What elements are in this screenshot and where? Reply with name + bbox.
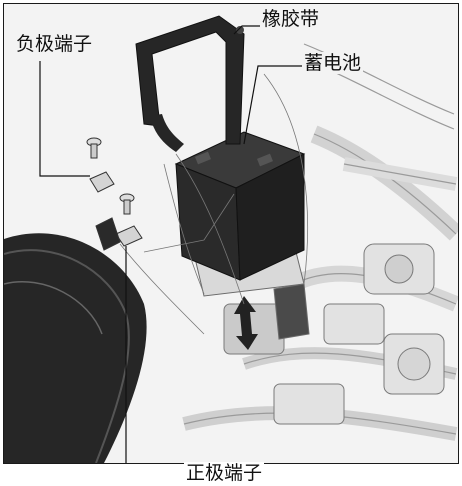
illustration-frame — [3, 3, 459, 464]
positive-terminal-label: 正极端子 — [184, 462, 265, 484]
positive-terminal-plate — [115, 225, 143, 247]
cables — [119, 73, 308, 335]
negative-terminal-label: 负极端子 — [14, 33, 95, 55]
negative-bolt — [86, 137, 102, 159]
terminals — [86, 137, 143, 251]
rubber-band — [135, 15, 245, 152]
battery — [174, 131, 306, 281]
engine-parts — [223, 243, 445, 425]
battery-label: 蓄电池 — [302, 52, 364, 74]
motorcycle-battery-illustration — [4, 15, 458, 463]
negative-terminal-plate — [89, 171, 115, 193]
positive-terminal-cover — [95, 217, 121, 251]
positive-bolt — [119, 193, 135, 215]
removal-arrow — [234, 296, 258, 350]
leader-lines — [39, 25, 302, 463]
rear-fender — [4, 233, 147, 463]
rubber-band-label: 橡胶带 — [260, 8, 322, 30]
